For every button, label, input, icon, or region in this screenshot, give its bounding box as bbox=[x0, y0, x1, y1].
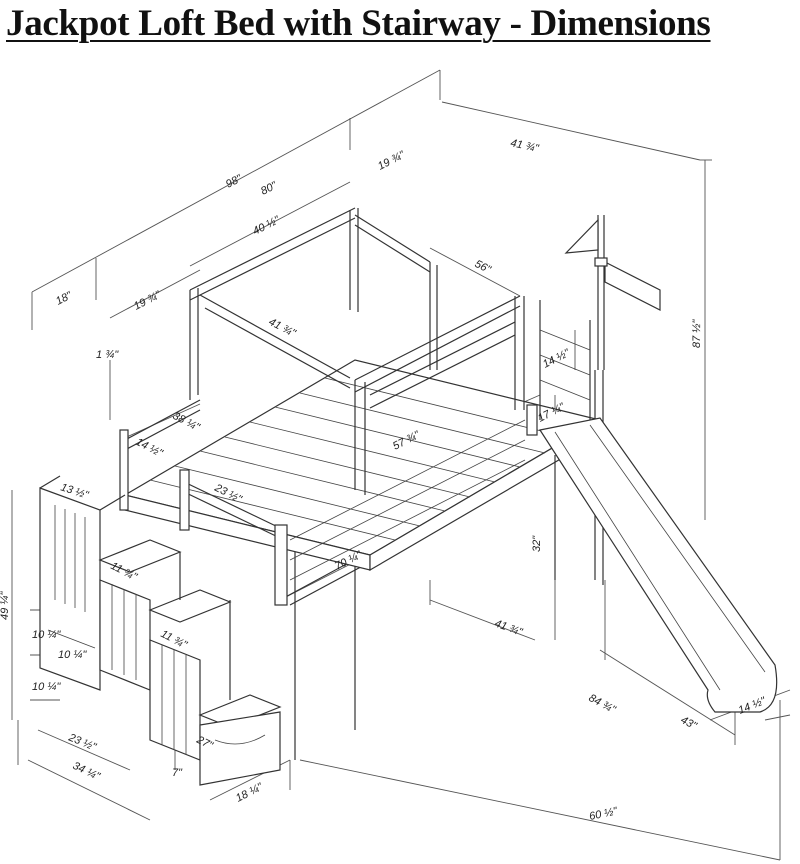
dim-56: 56" bbox=[473, 258, 494, 277]
page-title: Jackpot Loft Bed with Stairway - Dimensi… bbox=[6, 3, 711, 44]
dim-10-1-4-a: 10 ¼" bbox=[32, 629, 61, 641]
dim-14-1-2-right: 14 ½" bbox=[541, 347, 573, 371]
dim-10-1-4-b: 10 ¼" bbox=[58, 649, 87, 661]
dim-98: 98" bbox=[224, 172, 245, 191]
dim-18-1-4: 18 ¼" bbox=[234, 781, 266, 805]
guard-rails bbox=[119, 207, 538, 606]
dim-60-1-2: 60 ½" bbox=[588, 805, 619, 823]
slide bbox=[539, 417, 778, 713]
dim-1-3-4: 1 ¾" bbox=[96, 349, 119, 361]
dim-49-1-4: 49 ¼" bbox=[0, 591, 11, 620]
end-ladder bbox=[539, 300, 591, 420]
dim-84-3-4: 84 ¾" bbox=[587, 692, 619, 716]
dim-87-1-2: 87 ½" bbox=[691, 319, 703, 348]
dim-41-3-4-mid: 41 ¾" bbox=[267, 316, 299, 340]
dim-38-1-4: 38 ¼" bbox=[171, 410, 203, 434]
dim-41-3-4-top: 41 ¾" bbox=[509, 137, 540, 155]
dim-10-1-4-c: 10 ¼" bbox=[32, 681, 61, 693]
dim-32: 32" bbox=[531, 535, 543, 552]
dim-41-3-4-low: 41 ¾" bbox=[493, 618, 525, 639]
dim-18: 18" bbox=[54, 289, 75, 308]
flag-post bbox=[564, 215, 661, 370]
dim-40-1-2: 40 ½" bbox=[251, 214, 283, 238]
dim-80: 80" bbox=[259, 179, 280, 198]
staircase bbox=[39, 475, 282, 786]
dim-23-1-2-low: 23 ½" bbox=[66, 731, 99, 754]
bed-deck bbox=[123, 359, 602, 581]
dim-14-1-2-left: 14 ½" bbox=[134, 436, 166, 460]
dim-7: 7" bbox=[172, 767, 183, 779]
dim-34-1-4: 34 ¼" bbox=[71, 760, 103, 783]
dim-43: 43" bbox=[679, 714, 700, 733]
dim-19-3-4-top: 19 ¾" bbox=[376, 149, 408, 173]
